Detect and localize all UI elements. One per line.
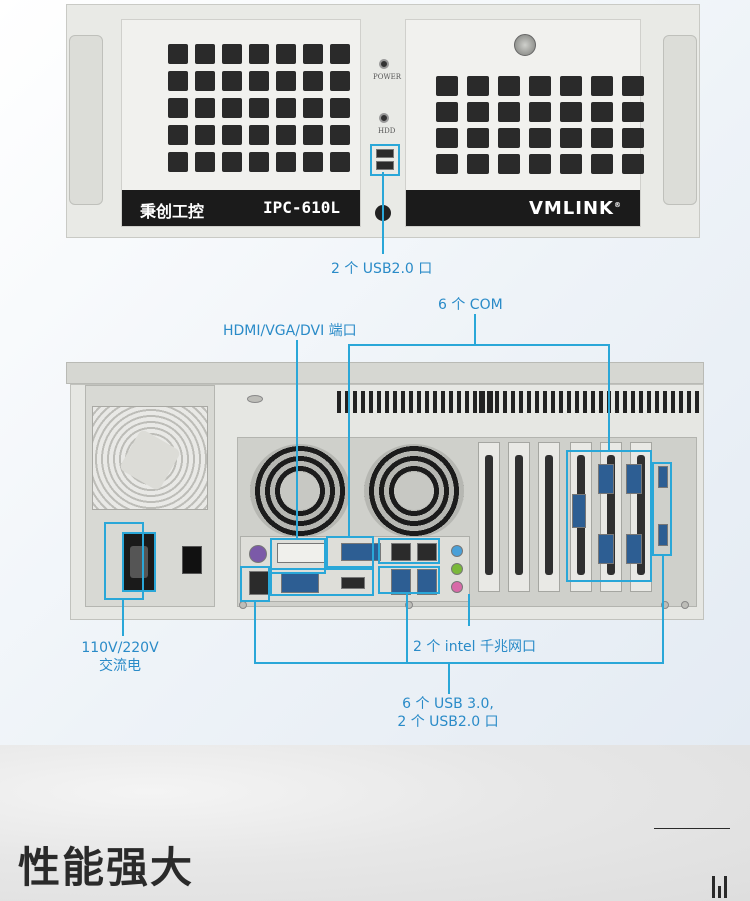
decorative-bars-icon xyxy=(712,876,727,898)
callout-line-usb-stem xyxy=(448,664,450,694)
hdd-led-label: HDD xyxy=(378,127,396,135)
highlight-lan xyxy=(378,538,440,564)
audio-line-in-icon xyxy=(451,545,463,557)
lan-port-2-icon xyxy=(417,543,437,561)
usb3-card-port-2-icon xyxy=(658,524,668,546)
front-handle-left xyxy=(69,35,103,205)
decorative-line xyxy=(654,828,730,829)
expansion-slot-3 xyxy=(538,442,560,592)
front-door-right: VMLINK® xyxy=(405,19,644,227)
chassis-rear-top xyxy=(66,362,704,384)
callout-power-input: 110V/220V 交流电 xyxy=(81,640,159,674)
callout-line-lan xyxy=(468,594,470,626)
hdd-led-icon xyxy=(379,113,389,123)
screw-icon xyxy=(681,601,689,609)
com-port-e-icon xyxy=(626,534,642,564)
callout-line-hdmi xyxy=(296,340,298,540)
callout-line-usb3-mid xyxy=(406,594,408,664)
callout-line-com-right xyxy=(608,344,610,452)
front-handle-right xyxy=(663,35,697,205)
usb3-port-group-1-icon xyxy=(391,569,411,595)
screw-icon xyxy=(661,601,669,609)
callout-com: 6 个 COM xyxy=(438,297,503,313)
rear-vents-left xyxy=(337,391,493,413)
callout-front-usb: 2 个 USB2.0 口 xyxy=(331,261,433,277)
highlight-com-onboard xyxy=(326,536,374,568)
com-port-c-icon xyxy=(626,464,642,494)
front-label-strip-right: VMLINK® xyxy=(406,190,640,226)
rear-vents-right xyxy=(615,391,699,413)
highlight-usb2-rear xyxy=(240,566,270,602)
front-usb-ports xyxy=(370,144,400,176)
system-fan-right-icon xyxy=(364,444,464,538)
power-switch-icon xyxy=(182,546,202,574)
callout-hdmi-vga-dvi: HDMI/VGA/DVI 端口 xyxy=(223,323,357,339)
callout-line-usb-left xyxy=(254,602,256,664)
chassis-rear-panel xyxy=(70,384,704,620)
highlight-com-cards xyxy=(566,450,652,582)
callout-line-front-usb xyxy=(382,172,384,254)
brand-name-cn: 秉创工控 xyxy=(140,202,205,221)
callout-line-power xyxy=(122,600,124,636)
front-label-strip: 秉创工控 IPC-610L xyxy=(122,190,360,226)
com-port-b-icon xyxy=(598,464,614,494)
front-door-left: 秉创工控 IPC-610L xyxy=(121,19,361,227)
model-number: IPC-610L xyxy=(262,198,340,217)
highlight-usb3 xyxy=(378,566,440,594)
lock-icon xyxy=(514,34,536,56)
system-fan-left-icon xyxy=(250,444,350,538)
section-header-background xyxy=(0,745,750,901)
vmlink-logo: VMLINK® xyxy=(528,198,622,219)
power-led-label: POWER xyxy=(373,73,402,81)
front-vents-right xyxy=(436,76,644,174)
highlight-power-input xyxy=(104,522,144,600)
expansion-slot-1 xyxy=(478,442,500,592)
screw-icon xyxy=(239,601,247,609)
lan-port-1-icon xyxy=(391,543,411,561)
psu-fan-icon xyxy=(92,406,208,510)
highlight-usb3-card xyxy=(652,462,672,556)
rear-latch-icon xyxy=(247,395,263,403)
com-port-a-icon xyxy=(572,494,586,528)
power-supply-unit xyxy=(85,385,215,607)
com-port-onboard-icon xyxy=(341,543,381,561)
ps2-port-icon xyxy=(249,545,267,563)
audio-mic-icon xyxy=(451,581,463,593)
motherboard-area xyxy=(237,437,697,607)
callout-lan: 2 个 intel 千兆网口 xyxy=(413,639,537,655)
callout-line-com-left xyxy=(348,344,350,538)
section-title: 性能强大 xyxy=(18,843,195,892)
chassis-front-panel: 秉创工控 IPC-610L POWER HDD VMLINK® xyxy=(66,4,700,238)
usb3-card-port-1-icon xyxy=(658,466,668,488)
highlight-dvi xyxy=(270,538,326,574)
callout-line-usb-bar xyxy=(254,662,664,664)
usb3-port-group-2-icon xyxy=(417,569,437,595)
front-vents-left xyxy=(168,44,350,172)
callout-line-usb-right xyxy=(662,556,664,664)
expansion-slot-2 xyxy=(508,442,530,592)
callout-line-com-stem xyxy=(474,314,476,344)
highlight-vga-hdmi xyxy=(270,568,374,596)
callout-rear-usb: 6 个 USB 3.0, 2 个 USB2.0 口 xyxy=(397,696,499,730)
com-port-d-icon xyxy=(598,534,614,564)
screw-icon xyxy=(405,601,413,609)
callout-line-com-bar xyxy=(348,344,610,346)
audio-line-out-icon xyxy=(451,563,463,575)
hdmi-port-icon xyxy=(341,577,365,589)
power-led-icon xyxy=(379,59,389,69)
